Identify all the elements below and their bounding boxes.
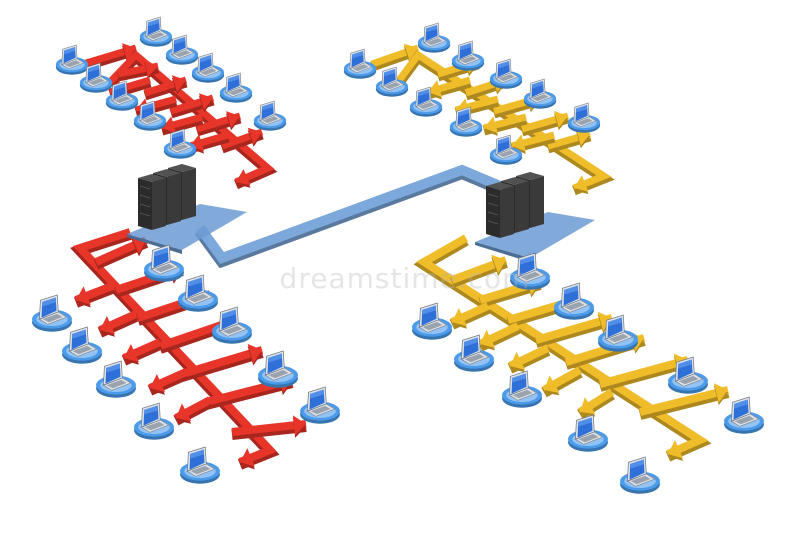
top-left-network-laptop-icon-7: [133, 100, 167, 131]
br-branch-l-1: [477, 322, 521, 352]
br-branch-l-2: [507, 344, 551, 374]
top-right-network-laptop-icon-3: [375, 66, 409, 97]
top-right-network-laptop-icon-5: [409, 86, 443, 117]
bottom-right-network-laptop-icon-2: [554, 282, 594, 320]
bottom-left-network-laptop-icon-6: [258, 350, 298, 388]
top-left-network-laptop-icon-1: [55, 44, 89, 75]
br-branch-r-0: [450, 254, 508, 288]
tr-wire: [370, 43, 420, 72]
bottom-right-network-laptop-icon-6: [668, 356, 708, 394]
top-left-network-laptop-icon-3: [79, 62, 113, 93]
backbone-link: [194, 164, 503, 269]
top-left-network-laptop-icon-8: [253, 100, 287, 131]
br-branch-l-3: [541, 366, 583, 398]
top-right-network-laptop-icon-0: [417, 22, 451, 53]
bl-branch-l-2: [121, 338, 163, 366]
tl-branch-2: [169, 93, 215, 119]
top-right-network-laptop-icon-7: [449, 106, 483, 137]
bottom-left-network-laptop-icon-0: [144, 244, 184, 282]
br-branch-l-4: [577, 388, 615, 420]
bottom-right-network-laptop-icon-1: [412, 302, 452, 340]
bl-branch-r-6: [231, 415, 307, 440]
tl-branch-3: [195, 111, 242, 137]
bottom-left-network-laptop-icon-7: [134, 402, 174, 440]
top-right-network-laptop-icon-6: [523, 78, 557, 109]
bottom-left-network-laptop-icon-9: [180, 446, 220, 484]
br-branch-r-6: [638, 383, 730, 420]
bottom-right-network-laptop-icon-9: [620, 456, 660, 494]
bottom-left-network-laptop-icon-5: [96, 360, 136, 398]
tl-branch-4: [220, 127, 264, 154]
bl-branch-r-0: [93, 235, 149, 270]
top-left-network-laptop-icon-0: [139, 16, 173, 47]
bottom-right-network-laptop-icon-5: [502, 370, 542, 408]
bottom-left-network-laptop-icon-2: [178, 274, 218, 312]
top-left-network-laptop-icon-2: [165, 34, 199, 65]
bl-branch-l-1: [97, 310, 139, 338]
tl-branch-0: [117, 59, 159, 82]
tr-branch-4: [546, 128, 592, 154]
bottom-right-network-laptop-icon-8: [724, 396, 764, 434]
top-left-network-laptop-icon-4: [191, 52, 225, 83]
tr-branch-l-3: [510, 131, 556, 154]
top-right-network-laptop-icon-2: [451, 40, 485, 71]
tl-branch-1: [143, 75, 188, 101]
bottom-right-network-laptop-icon-3: [454, 334, 494, 372]
bottom-left-network-laptop-icon-3: [62, 326, 102, 364]
top-left-network-laptop-icon-6: [219, 72, 253, 103]
bl-branch-l-3: [147, 368, 189, 396]
br-trunk: [413, 234, 712, 462]
bl-branch-l-4: [173, 396, 213, 426]
bottom-right-network-laptop-icon-4: [598, 314, 638, 352]
bottom-right-network-laptop-icon-0: [510, 252, 550, 290]
bl-branch-l-0: [74, 282, 114, 308]
top-left-network-laptop-icon-5: [105, 80, 139, 111]
bl-branch-r-4: [180, 343, 264, 382]
bottom-left-network-laptop-icon-8: [300, 386, 340, 424]
top-right-network-laptop-icon-9: [489, 134, 523, 165]
br-branch-l-0: [449, 302, 491, 330]
right-server: [475, 172, 595, 262]
top-left-network-laptop-icon-9: [163, 128, 197, 159]
br-branch-r-3: [534, 311, 614, 348]
bottom-right-network-laptop-icon-7: [568, 414, 608, 452]
top-right-network-laptop-icon-4: [489, 58, 523, 89]
left-server: [127, 164, 247, 254]
tr-branch-3: [520, 110, 570, 137]
tr-branch-l-2: [482, 113, 528, 136]
bottom-left-network-laptop-icon-1: [32, 294, 72, 332]
tl-wire: [81, 43, 138, 72]
top-right-network-laptop-icon-8: [567, 102, 601, 133]
tr-branch-l-0: [426, 76, 472, 100]
top-right-network-laptop-icon-1: [343, 48, 377, 79]
bottom-left-network-laptop-icon-4: [212, 306, 252, 344]
tl-branch-l-2: [160, 113, 204, 136]
